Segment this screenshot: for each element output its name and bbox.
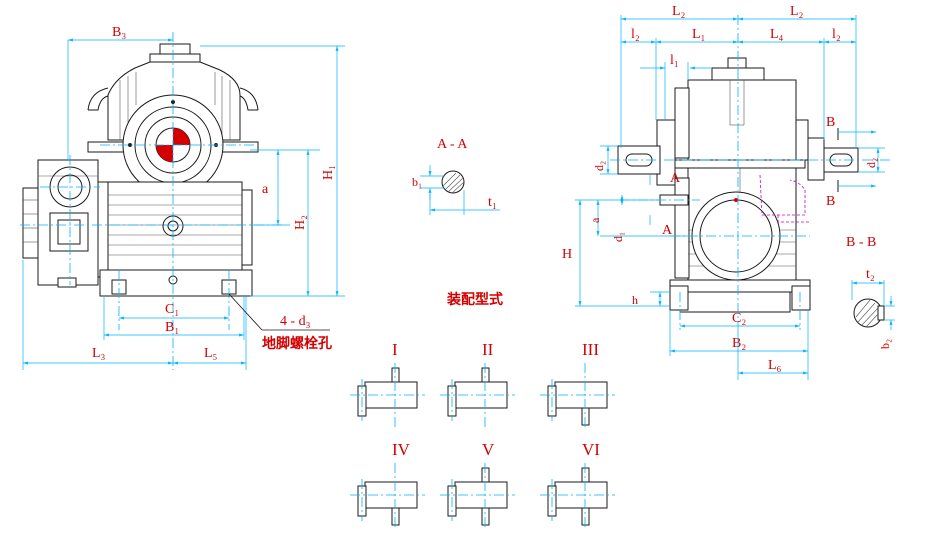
dim-b2-key: b₂ [878, 339, 892, 349]
dim-l5: L₅ [204, 346, 218, 361]
dim-b1: B₁ [165, 320, 179, 335]
assembly-shaft-down [581, 507, 590, 526]
dim-h1: H₁ [321, 165, 336, 180]
assembly-type-label: III [582, 340, 599, 359]
assembly-shaft-up [481, 367, 490, 383]
front-view: B₃ H₁ H₂ a C₁ B₁ L₃ L₅ 4 - d₃ 地脚螺栓孔 [20, 25, 345, 370]
assembly-type-label: V [482, 440, 495, 459]
dim-t2: t₂ [866, 267, 875, 282]
dim-d1: d₁ [611, 232, 625, 242]
dim-l2-left: L₂ [672, 4, 686, 19]
anchor-bolt-hole-label: 地脚螺栓孔 [262, 335, 332, 352]
assembly-type-label: II [482, 340, 494, 359]
dim-l4: L₄ [770, 27, 784, 42]
dim-l2-right: L₂ [790, 4, 804, 19]
section-b-bottom: B [826, 194, 835, 209]
section-bb-title: B - B [846, 235, 876, 250]
dim-t1: t₁ [488, 195, 497, 210]
dim-l1-small: l₁ [670, 53, 679, 68]
assembly-shaft-up [481, 467, 490, 483]
dim-b3: B₃ [112, 25, 126, 40]
assembly-title: 装配型式 [446, 291, 503, 308]
section-a-bottom: A [662, 223, 673, 238]
dim-l1: L₁ [692, 27, 705, 42]
assembly-shaft-down [481, 507, 490, 526]
assembly-type-label: I [392, 340, 398, 359]
dim-l2-small-left: l₂ [631, 27, 640, 42]
dim-a-side: a [588, 217, 602, 223]
section-b-top: B [826, 115, 835, 130]
section-a-top: A [670, 171, 681, 186]
dim-d2-left: d₂ [592, 161, 606, 171]
dim-a: a [262, 182, 269, 197]
assembly-type-label: IV [392, 440, 411, 459]
dim-c2: C₂ [732, 311, 746, 326]
assembly-shaft-up [581, 467, 590, 483]
dim-l3: L₃ [92, 346, 106, 361]
assembly-shaft-up [391, 367, 400, 383]
dim-h-small: h [632, 293, 638, 307]
assembly-shaft-down [581, 407, 590, 426]
side-view: L₂ L₂ l₂ L₁ L₄ l₂ l₁ d₂ d₂ B B [562, 4, 890, 380]
dim-l2-small-right: l₂ [832, 27, 841, 42]
assembly-type-label: VI [582, 440, 600, 459]
section-aa: A - A b₁ t₁ [412, 137, 500, 215]
dim-h2: H₂ [293, 215, 308, 230]
dim-b1-key: b₁ [412, 175, 422, 189]
dim-b2: B₂ [732, 336, 746, 351]
dim-d3: 4 - d₃ [280, 314, 311, 329]
dim-l6: L₆ [768, 358, 782, 373]
dim-d2-right: d₂ [864, 158, 878, 168]
dim-c1: C₁ [165, 302, 179, 317]
assembly-shaft-down [391, 507, 400, 526]
dim-h: H [562, 247, 572, 262]
section-aa-title: A - A [437, 137, 468, 152]
section-bb: B - B t₂ b₂ [846, 235, 895, 349]
